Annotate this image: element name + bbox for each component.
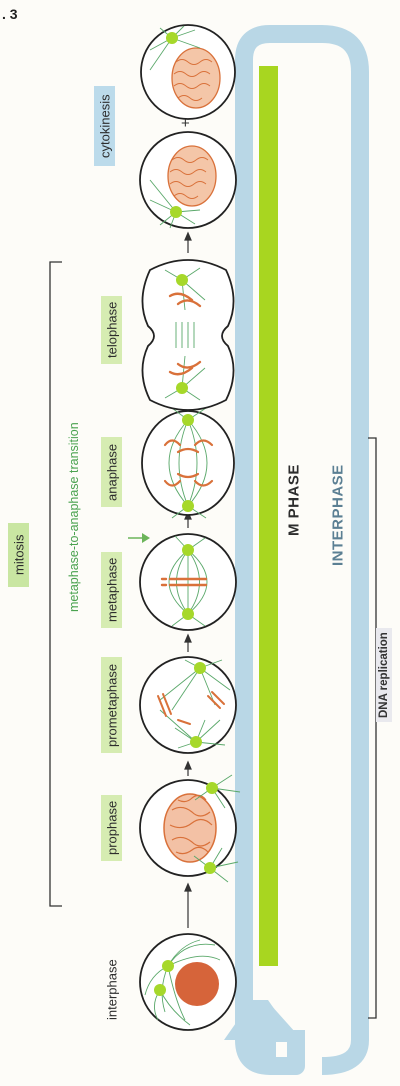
label-prophase: prophase bbox=[100, 792, 124, 864]
label-interphase-band: INTERPHASE bbox=[329, 464, 347, 566]
mitosis-bracket bbox=[49, 261, 62, 907]
figure-number: . 3 bbox=[2, 6, 18, 22]
transition-arrowhead bbox=[142, 533, 150, 543]
label-transition: metaphase-to-anaphase transition bbox=[67, 422, 81, 612]
interphase-cell bbox=[139, 933, 237, 1031]
label-cytokinesis: cytokinesis bbox=[90, 36, 120, 216]
label-m-phase: M PHASE bbox=[285, 464, 303, 536]
prophase-cell bbox=[139, 774, 241, 883]
prometaphase-cell bbox=[139, 656, 237, 754]
cytokinesis-cell-upper bbox=[140, 24, 236, 120]
label-metaphase: metaphase bbox=[100, 550, 124, 630]
label-anaphase: anaphase bbox=[100, 432, 124, 512]
label-telophase: telophase bbox=[100, 290, 124, 370]
cytokinesis-cell-lower bbox=[139, 131, 237, 229]
label-mitosis: mitosis bbox=[4, 500, 34, 610]
telophase-cell bbox=[141, 259, 235, 411]
metaphase-cell bbox=[139, 533, 237, 631]
label-prometaphase: prometaphase bbox=[100, 650, 124, 760]
label-dna-replication: DNA replication bbox=[372, 610, 396, 740]
anaphase-cell bbox=[141, 407, 235, 519]
plus-sign: + bbox=[181, 115, 190, 132]
label-interphase: interphase bbox=[104, 959, 120, 1021]
loop-arrow-tip bbox=[236, 1004, 304, 1042]
m-phase-bar bbox=[259, 66, 278, 966]
interphase-bracket bbox=[368, 437, 377, 1019]
